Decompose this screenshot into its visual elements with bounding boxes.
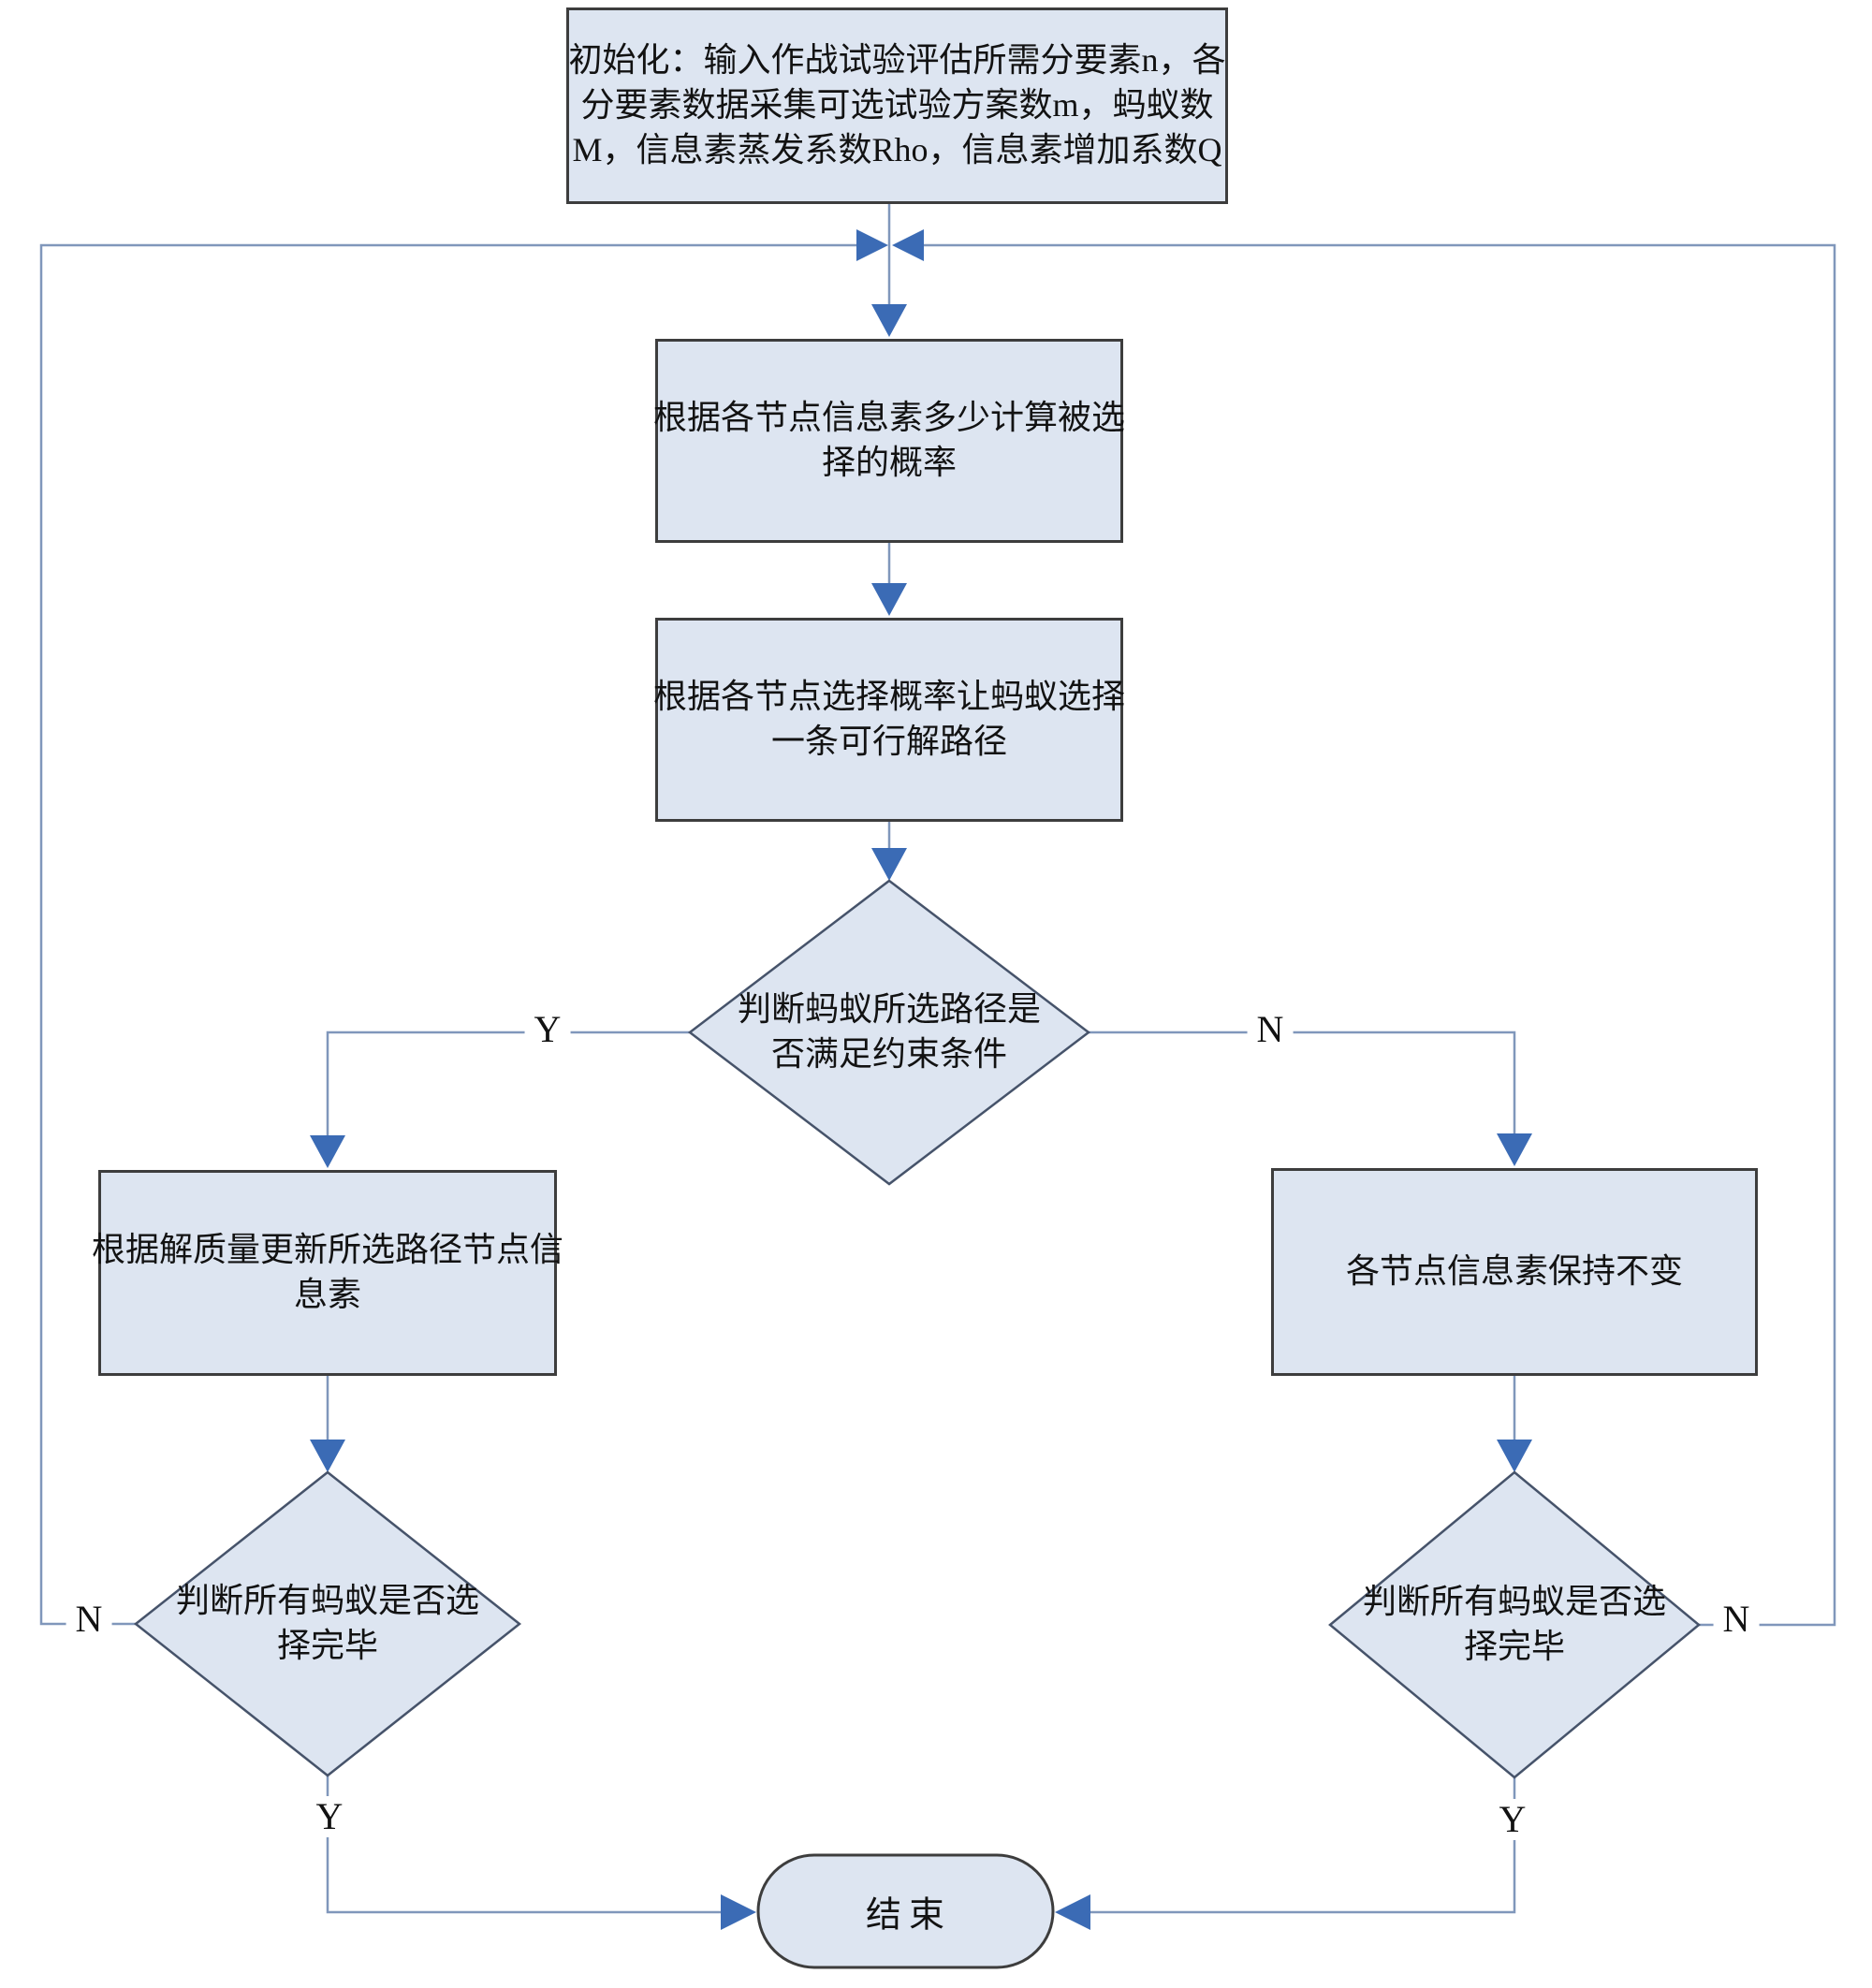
terminator-end-shape (756, 1853, 1055, 1969)
label-constraint-yes: Y (524, 1009, 571, 1050)
arrowhead-into-leftcheck (310, 1440, 345, 1472)
decision-constraint-line2: 否满足约束条件 (770, 1035, 1008, 1073)
arrowhead-into-rightcheck (1497, 1440, 1532, 1472)
decision-all-ants-right-text: 判断所有蚂蚁是否选 择完毕 (1363, 1580, 1666, 1670)
node-update-pheromone-line2: 息素 (293, 1276, 361, 1313)
decision-all-ants-left-line2: 择完毕 (276, 1627, 379, 1664)
edge-decision-no-line (1089, 1031, 1516, 1159)
decision-all-ants-left-shape (133, 1470, 522, 1777)
decision-all-ants-left-line1: 判断所有蚂蚁是否选 (175, 1582, 480, 1620)
label-constraint-no: N (1247, 1009, 1294, 1050)
arrowhead-into-update (310, 1135, 345, 1168)
arrowhead-merge-right (892, 229, 924, 261)
decision-all-ants-right-line1: 判断所有蚂蚁是否选 (1362, 1583, 1667, 1621)
node-calc-probability-line1: 根据各节点信息素多少计算被选 (653, 399, 1126, 437)
edge-decision-yes-line (326, 1031, 690, 1161)
decision-all-ants-left-text: 判断所有蚂蚁是否选 择完毕 (176, 1579, 479, 1669)
arrowhead-merge-left (856, 229, 888, 261)
arrowhead-into-decision (871, 848, 907, 881)
node-choose-path-line1: 根据各节点选择概率让蚂蚁选择 (653, 678, 1126, 716)
node-keep-pheromone: 各节点信息素保持不变 (1271, 1168, 1758, 1376)
node-init-line3: M，信息素蒸发系数Rho，信息素增加系数Q (572, 130, 1222, 168)
arrowhead-into-keep (1497, 1133, 1532, 1166)
decision-constraint-shape (687, 879, 1091, 1186)
node-keep-pheromone-line1: 各节点信息素保持不变 (1345, 1252, 1683, 1291)
edge-right-no-loop-line (924, 243, 1836, 1627)
node-update-pheromone: 根据解质量更新所选路径节点信 息素 (92, 1170, 563, 1376)
node-calc-probability-line2: 择的概率 (821, 444, 957, 481)
arrowhead-into-end-left (721, 1894, 756, 1930)
label-right-done-yes: Y (1489, 1799, 1536, 1840)
arrowhead-into-end-right (1055, 1894, 1090, 1930)
node-calc-probability: 根据各节点信息素多少计算被选 择的概率 (653, 339, 1126, 543)
node-init-line1: 初始化：输入作战试验评估所需分要素n，各 (568, 41, 1226, 80)
label-left-done-yes: Y (306, 1796, 353, 1837)
node-update-pheromone-line1: 根据解质量更新所选路径节点信 (92, 1231, 564, 1269)
terminator-end-text: 结束 (865, 1895, 953, 1936)
node-choose-path-line2: 一条可行解路径 (770, 723, 1007, 760)
decision-all-ants-right-shape (1328, 1470, 1701, 1779)
arrowhead-into-calc (871, 304, 907, 337)
node-init: 初始化：输入作战试验评估所需分要素n，各 分要素数据采集可选试验方案数m，蚂蚁数… (566, 7, 1228, 204)
decision-constraint-line1: 判断蚂蚁所选路径是 (737, 990, 1042, 1029)
node-init-line2: 分要素数据采集可选试验方案数m，蚂蚁数 (580, 86, 1214, 124)
decision-constraint-text: 判断蚂蚁所选路径是 否满足约束条件 (738, 987, 1041, 1077)
decision-all-ants-right-line2: 择完毕 (1463, 1628, 1566, 1665)
arrowhead-into-choose (871, 583, 907, 616)
label-right-loop-no: N (1713, 1599, 1760, 1640)
node-choose-path: 根据各节点选择概率让蚂蚁选择 一条可行解路径 (653, 618, 1126, 822)
edge-leftcheck-yes-line (326, 1776, 721, 1914)
edge-rightcheck-yes-line (1090, 1777, 1516, 1914)
label-left-loop-no: N (66, 1599, 112, 1640)
